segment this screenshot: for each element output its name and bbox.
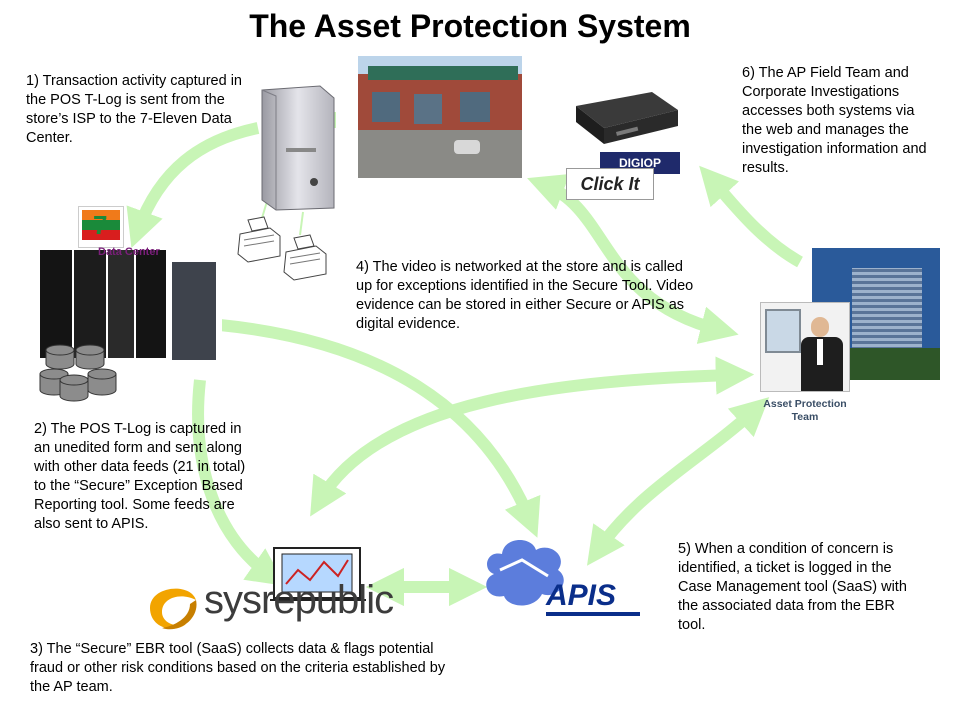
page-title: The Asset Protection System — [249, 8, 691, 44]
seven-eleven-logo: 7 — [78, 206, 124, 248]
clickit-logo: Click It — [566, 168, 654, 200]
step-4-text: 4) The video is networked at the store a… — [356, 259, 694, 332]
arrow-datacenter-to-apis — [219, 319, 541, 538]
businessman-photo — [760, 302, 850, 392]
data-center-racks — [40, 248, 222, 364]
step-2-text: 2) The POS T-Log is captured in an unedi… — [34, 421, 246, 532]
step-1-text: 1) Transaction activity captured in the … — [26, 73, 242, 146]
server-tower-icon — [261, 85, 335, 211]
arrow-apteam-sysrepublic — [310, 356, 755, 517]
apis-cloud-icon — [486, 539, 564, 606]
database-cylinders-icon — [39, 344, 117, 402]
dvr-device-icon — [576, 92, 678, 144]
cash-register-icon — [237, 216, 281, 263]
arrow-apteam-to-dvr — [699, 165, 803, 268]
apis-logo: APIS — [546, 580, 640, 616]
step-3-text: 3) The “Secure” EBR tool (SaaS) collects… — [30, 641, 446, 695]
arrow-server-to-datacenter — [126, 122, 260, 249]
sysrepublic-logo: sysrepublic — [204, 578, 394, 622]
arrow-apteam-apis — [586, 397, 770, 566]
data-center-label: Data Center — [98, 246, 160, 258]
step-6-text: 6) The AP Field Team and Corporate Inves… — [742, 65, 927, 176]
arrow-register-to-server-2 — [299, 211, 304, 236]
cash-register-icon — [283, 234, 327, 281]
arrow-datacenter-to-sysrepublic — [192, 379, 286, 587]
step-5-text: 5) When a condition of concern is identi… — [678, 541, 907, 633]
store-photo — [358, 56, 522, 178]
asset-protection-team-label: Asset Protection Team — [763, 398, 847, 423]
sysrepublic-swirl-icon — [150, 588, 197, 630]
monitor-chart-sketch-icon — [270, 547, 366, 601]
